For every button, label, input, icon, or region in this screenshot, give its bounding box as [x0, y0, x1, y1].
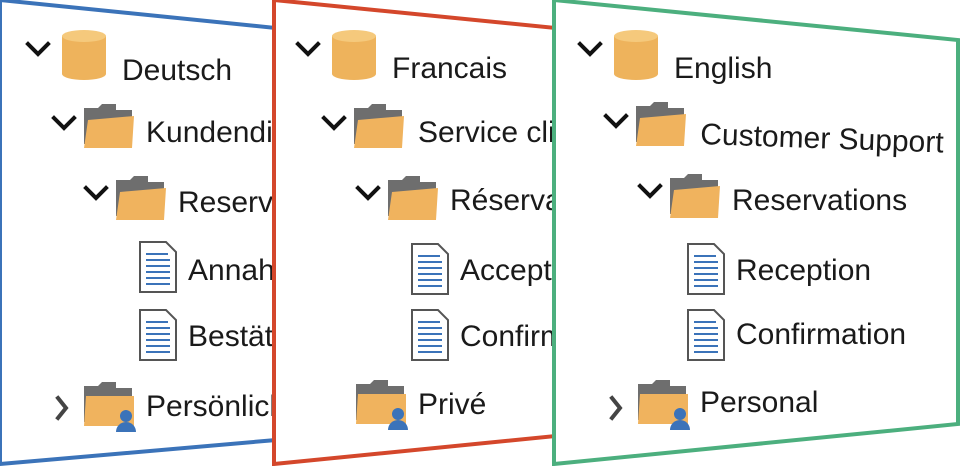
document-icon — [687, 309, 725, 361]
tree-item-label: Acceptation — [460, 254, 617, 287]
tree-item-prive[interactable]: Privé — [356, 380, 486, 430]
tree-view: English Customer Support Reservations Re… — [577, 30, 945, 430]
folder-icon — [388, 176, 438, 220]
tree-item-francais[interactable]: Francais — [295, 30, 507, 85]
tree-item-annahme[interactable]: Annahme — [139, 241, 316, 293]
chevron-right-icon[interactable] — [55, 395, 69, 421]
user-folder-icon — [84, 382, 136, 432]
tree-item-deutsch[interactable]: Deutsch — [25, 30, 232, 87]
document-icon — [139, 241, 177, 293]
tree-item-label: Deutsch — [122, 54, 232, 87]
tree-item-label: Confirmation — [460, 320, 630, 353]
panel-background — [0, 0, 276, 464]
tree-item-label: Francais — [392, 52, 507, 85]
chevron-down-icon[interactable] — [355, 185, 381, 201]
chevron-down-icon[interactable] — [577, 41, 603, 57]
tree-item-label: Réservations — [450, 184, 625, 217]
tree-item-label: Reservierungen — [178, 186, 390, 219]
chevron-down-icon[interactable] — [51, 115, 77, 131]
database-icon — [614, 30, 658, 80]
tree-item-label: Bestätigung — [188, 320, 346, 353]
chevron-down-icon[interactable] — [83, 185, 109, 201]
folder-icon — [670, 174, 720, 218]
chevron-right-icon[interactable] — [609, 395, 623, 421]
tree-item-reservierungen[interactable]: Reservierungen — [83, 176, 390, 220]
tree-item-label: Confirmation — [736, 318, 906, 351]
user-folder-icon — [638, 380, 690, 430]
folder-icon — [354, 104, 404, 148]
document-icon — [411, 309, 449, 361]
document-icon — [687, 243, 725, 295]
tree-item-personal[interactable]: Personal — [609, 380, 818, 430]
tree-view: Deutsch Kundendienst Reservierungen — [25, 30, 390, 432]
tree-view: Francais Service client Réservations Acc… — [295, 30, 630, 430]
folder-icon — [636, 102, 686, 146]
tree-item-label: Persönlich — [146, 390, 286, 423]
database-icon — [332, 30, 376, 80]
user-folder-icon — [356, 380, 408, 430]
document-icon — [139, 309, 177, 361]
folder-icon — [84, 104, 134, 148]
database-icon — [62, 30, 106, 80]
tree-item-label: English — [674, 52, 772, 85]
document-icon — [411, 243, 449, 295]
tree-item-reservations[interactable]: Reservations — [637, 174, 907, 218]
tree-item-label: Kundendienst — [146, 116, 330, 149]
tree-item-acceptation[interactable]: Acceptation — [411, 243, 617, 295]
chevron-down-icon[interactable] — [295, 41, 321, 57]
tree-item-english[interactable]: English — [577, 30, 772, 85]
chevron-down-icon[interactable] — [321, 115, 347, 131]
tree-item-customer-support[interactable]: Customer Support — [603, 102, 945, 160]
chevron-down-icon[interactable] — [637, 183, 663, 199]
tree-item-label: Reservations — [732, 184, 907, 217]
folder-icon — [116, 176, 166, 220]
panel-frame — [552, 0, 960, 466]
tree-item-kundendienst[interactable]: Kundendienst — [51, 104, 330, 149]
tree-item-label: Privé — [418, 388, 486, 421]
tree-item-label: Service client — [418, 116, 597, 149]
chevron-down-icon[interactable] — [603, 113, 629, 129]
tree-item-bestatigung[interactable]: Bestätigung — [139, 309, 346, 361]
chevron-down-icon[interactable] — [25, 41, 51, 57]
tree-item-personlich[interactable]: Persönlich — [55, 382, 286, 432]
tree-item-label: Annahme — [188, 254, 316, 287]
tree-item-confirmation[interactable]: Confirmation — [687, 309, 906, 361]
tree-item-service-client[interactable]: Service client — [321, 104, 597, 149]
tree-item-reservations[interactable]: Réservations — [355, 176, 625, 220]
tree-item-label: Reception — [736, 254, 871, 287]
tree-item-reception[interactable]: Reception — [687, 243, 871, 295]
tree-item-confirmation[interactable]: Confirmation — [411, 309, 630, 361]
tree-item-label: Personal — [700, 386, 818, 419]
